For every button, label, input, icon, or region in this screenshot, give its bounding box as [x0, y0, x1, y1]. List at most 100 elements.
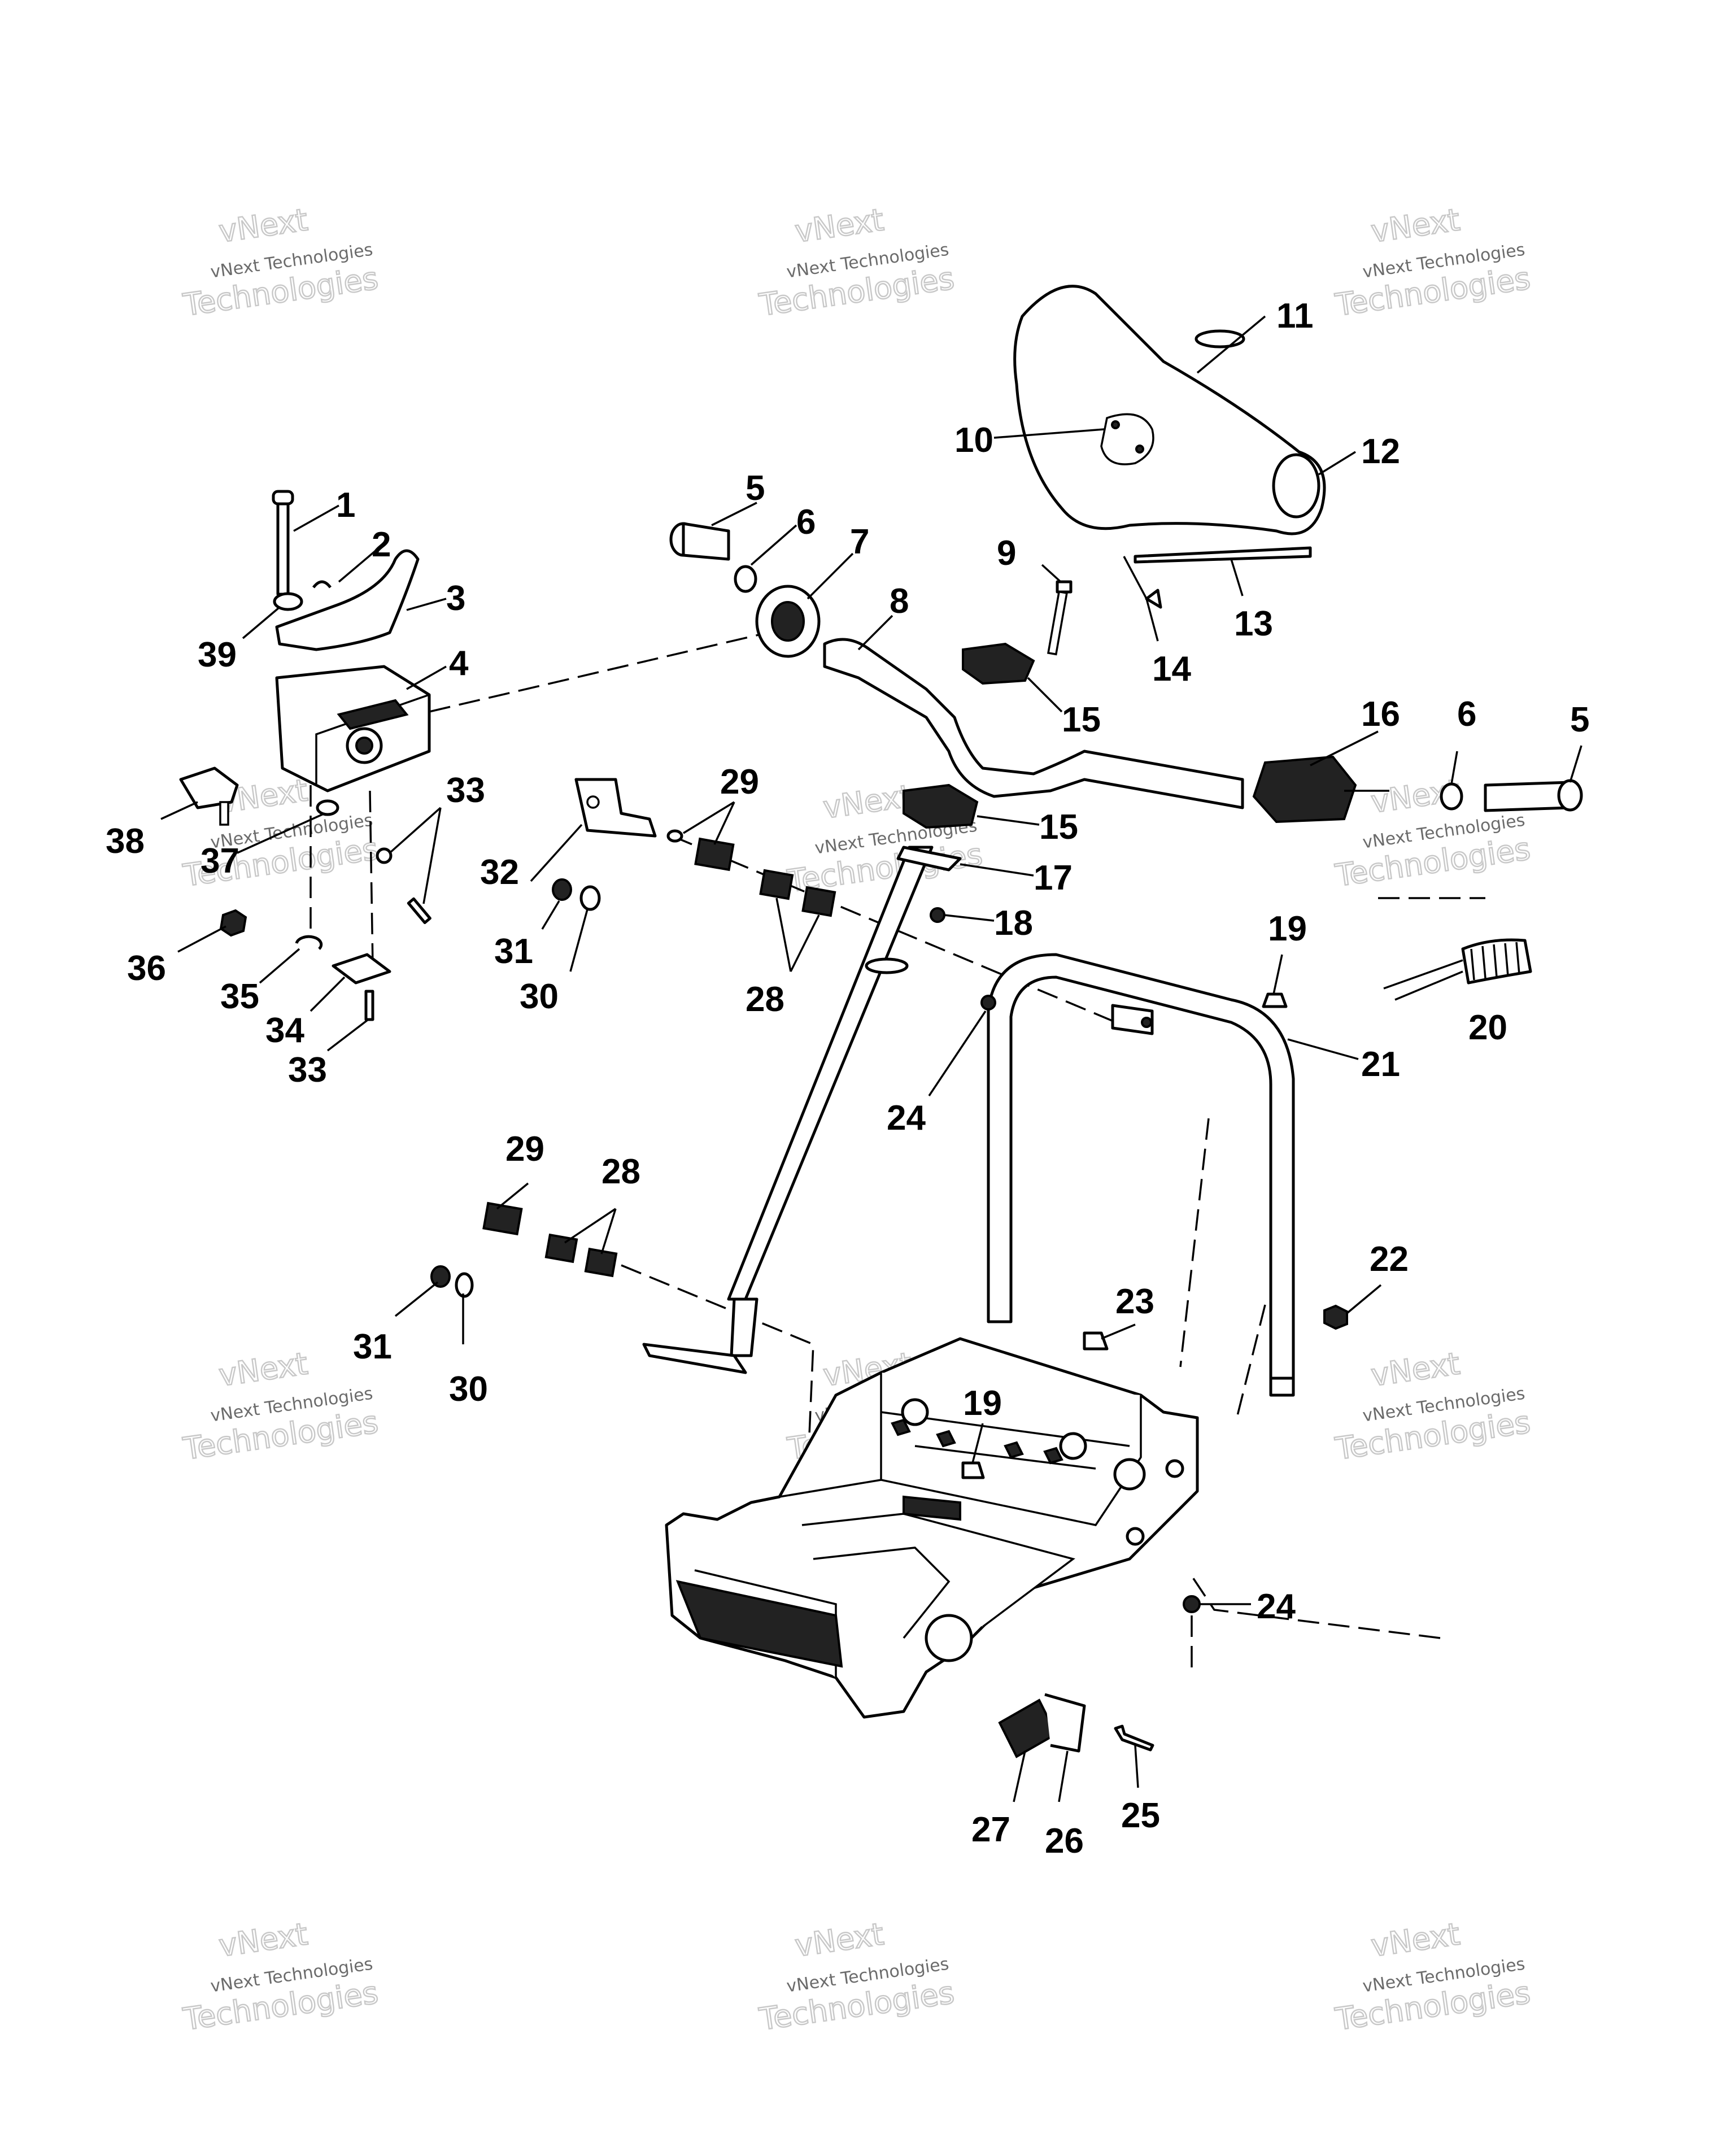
callout-24: 24 [887, 1099, 926, 1138]
part-5-grip [669, 522, 730, 561]
throttle-assembly [179, 490, 431, 1021]
callouts: 1 2 3 39 4 38 37 33 36 35 34 33 5 6 7 8 … [106, 297, 1589, 1861]
callout-28: 28 [746, 980, 784, 1019]
callout-29: 29 [505, 1130, 544, 1169]
callout-38: 38 [106, 822, 145, 861]
callout-5: 5 [746, 469, 765, 508]
part-8-handlebar [823, 638, 1244, 809]
part-37-washer [316, 799, 339, 816]
callout-3: 3 [446, 579, 465, 618]
part-35-clip [295, 935, 323, 950]
watermark-line1: vNext [1369, 1916, 1462, 1963]
callout-2: 2 [372, 525, 391, 564]
part-6-cap [1440, 782, 1463, 811]
callout-35: 35 [220, 977, 259, 1016]
part-12-pad-end [1272, 453, 1320, 519]
part-15-clamp [962, 642, 1035, 685]
watermark-group: vNext vNext Technologies Technologies vN… [180, 201, 1533, 2038]
part-15-clamp [903, 783, 979, 829]
part-33-screw [376, 847, 431, 924]
part-hoop-bracket [1111, 1004, 1154, 1035]
assembly-line [1191, 1575, 1441, 1639]
part-steering-arm [642, 1343, 747, 1374]
part-28-bushing [759, 869, 794, 900]
part-5-grip [1484, 779, 1583, 812]
callout-9: 9 [997, 534, 1016, 573]
part-39-washer [273, 592, 303, 611]
part-13-strip [1134, 546, 1312, 564]
callout-24: 24 [1257, 1587, 1296, 1626]
part-34-plate [332, 953, 391, 985]
assembly-line [1179, 1118, 1210, 1367]
part-20-coil [1383, 938, 1532, 1001]
part-19-bolt [961, 1461, 985, 1479]
callout-25: 25 [1121, 1796, 1160, 1835]
part-18-nut [930, 907, 945, 923]
part-23-bolt [1083, 1331, 1109, 1351]
part-2-clip [312, 580, 332, 589]
callout-12: 12 [1361, 432, 1400, 471]
part-29-pin [666, 829, 683, 843]
part-shaft-lower [730, 1297, 758, 1357]
watermark: vNext vNext Technologies Technologies [180, 1915, 381, 2038]
callout-30: 30 [520, 977, 559, 1016]
part-36-nut [219, 909, 247, 937]
part-7-control [755, 585, 821, 658]
callout-14: 14 [1152, 650, 1191, 689]
watermark-line1: vNext [793, 1916, 886, 1963]
part-19-bolt [1262, 992, 1288, 1008]
callout-34: 34 [265, 1011, 304, 1050]
steering-post [642, 846, 962, 1374]
callout-28: 28 [601, 1152, 640, 1191]
part-32-bracket [574, 778, 657, 838]
part-30-washer [455, 1272, 474, 1298]
watermark: vNext vNext Technologies Technologies [180, 1345, 381, 1467]
part-14-fastener [1145, 589, 1162, 609]
callout-17: 17 [1034, 859, 1073, 898]
callout-8: 8 [890, 582, 909, 621]
callout-15: 15 [1062, 700, 1101, 739]
callout-37: 37 [200, 842, 239, 881]
part-25-screw [1114, 1724, 1154, 1752]
watermark: vNext vNext Technologies Technologies [756, 201, 957, 324]
watermark: vNext vNext Technologies Technologies [180, 772, 381, 894]
callout-26: 26 [1045, 1822, 1084, 1861]
watermark-line1: vNext [793, 202, 886, 249]
watermark: vNext vNext Technologies Technologies [1332, 1345, 1533, 1467]
callout-33: 33 [446, 771, 485, 810]
part-31-nut [430, 1265, 451, 1288]
callout-15: 15 [1039, 808, 1078, 847]
callout-6: 6 [1457, 695, 1476, 734]
assembly-lines [309, 631, 1485, 1672]
part-28-bushing [801, 886, 836, 917]
callout-31: 31 [353, 1327, 392, 1366]
part-26-bracket [1044, 1693, 1086, 1753]
callout-10: 10 [954, 421, 993, 460]
part-1-bolt [272, 490, 294, 596]
leader-lines [160, 315, 1583, 1802]
assembly-line [1236, 1304, 1266, 1418]
callout-36: 36 [127, 949, 166, 988]
callout-1: 1 [336, 486, 355, 525]
part-24-screw [1183, 1595, 1201, 1613]
callout-19: 19 [963, 1384, 1002, 1423]
callout-11: 11 [1276, 297, 1314, 336]
callout-20: 20 [1468, 1008, 1507, 1047]
bracket-parts [430, 778, 836, 1298]
part-21-hoop [987, 953, 1295, 1397]
watermark-line1: vNext [217, 202, 310, 249]
part-29-bushing [482, 1201, 523, 1236]
watermark: vNext vNext Technologies Technologies [1332, 201, 1533, 324]
watermark-line1: vNext [821, 778, 914, 825]
handlebar-assembly [669, 522, 1583, 829]
part-9-bolt [1047, 580, 1073, 656]
part-31-nut [552, 878, 572, 901]
part-12-pad [1013, 285, 1326, 535]
handlebar-pad [1013, 285, 1326, 609]
callout-31: 31 [494, 932, 533, 971]
part-17-plate [896, 846, 962, 872]
callout-39: 39 [198, 635, 237, 674]
callout-6: 6 [796, 503, 816, 542]
part-4-housing [275, 665, 431, 792]
